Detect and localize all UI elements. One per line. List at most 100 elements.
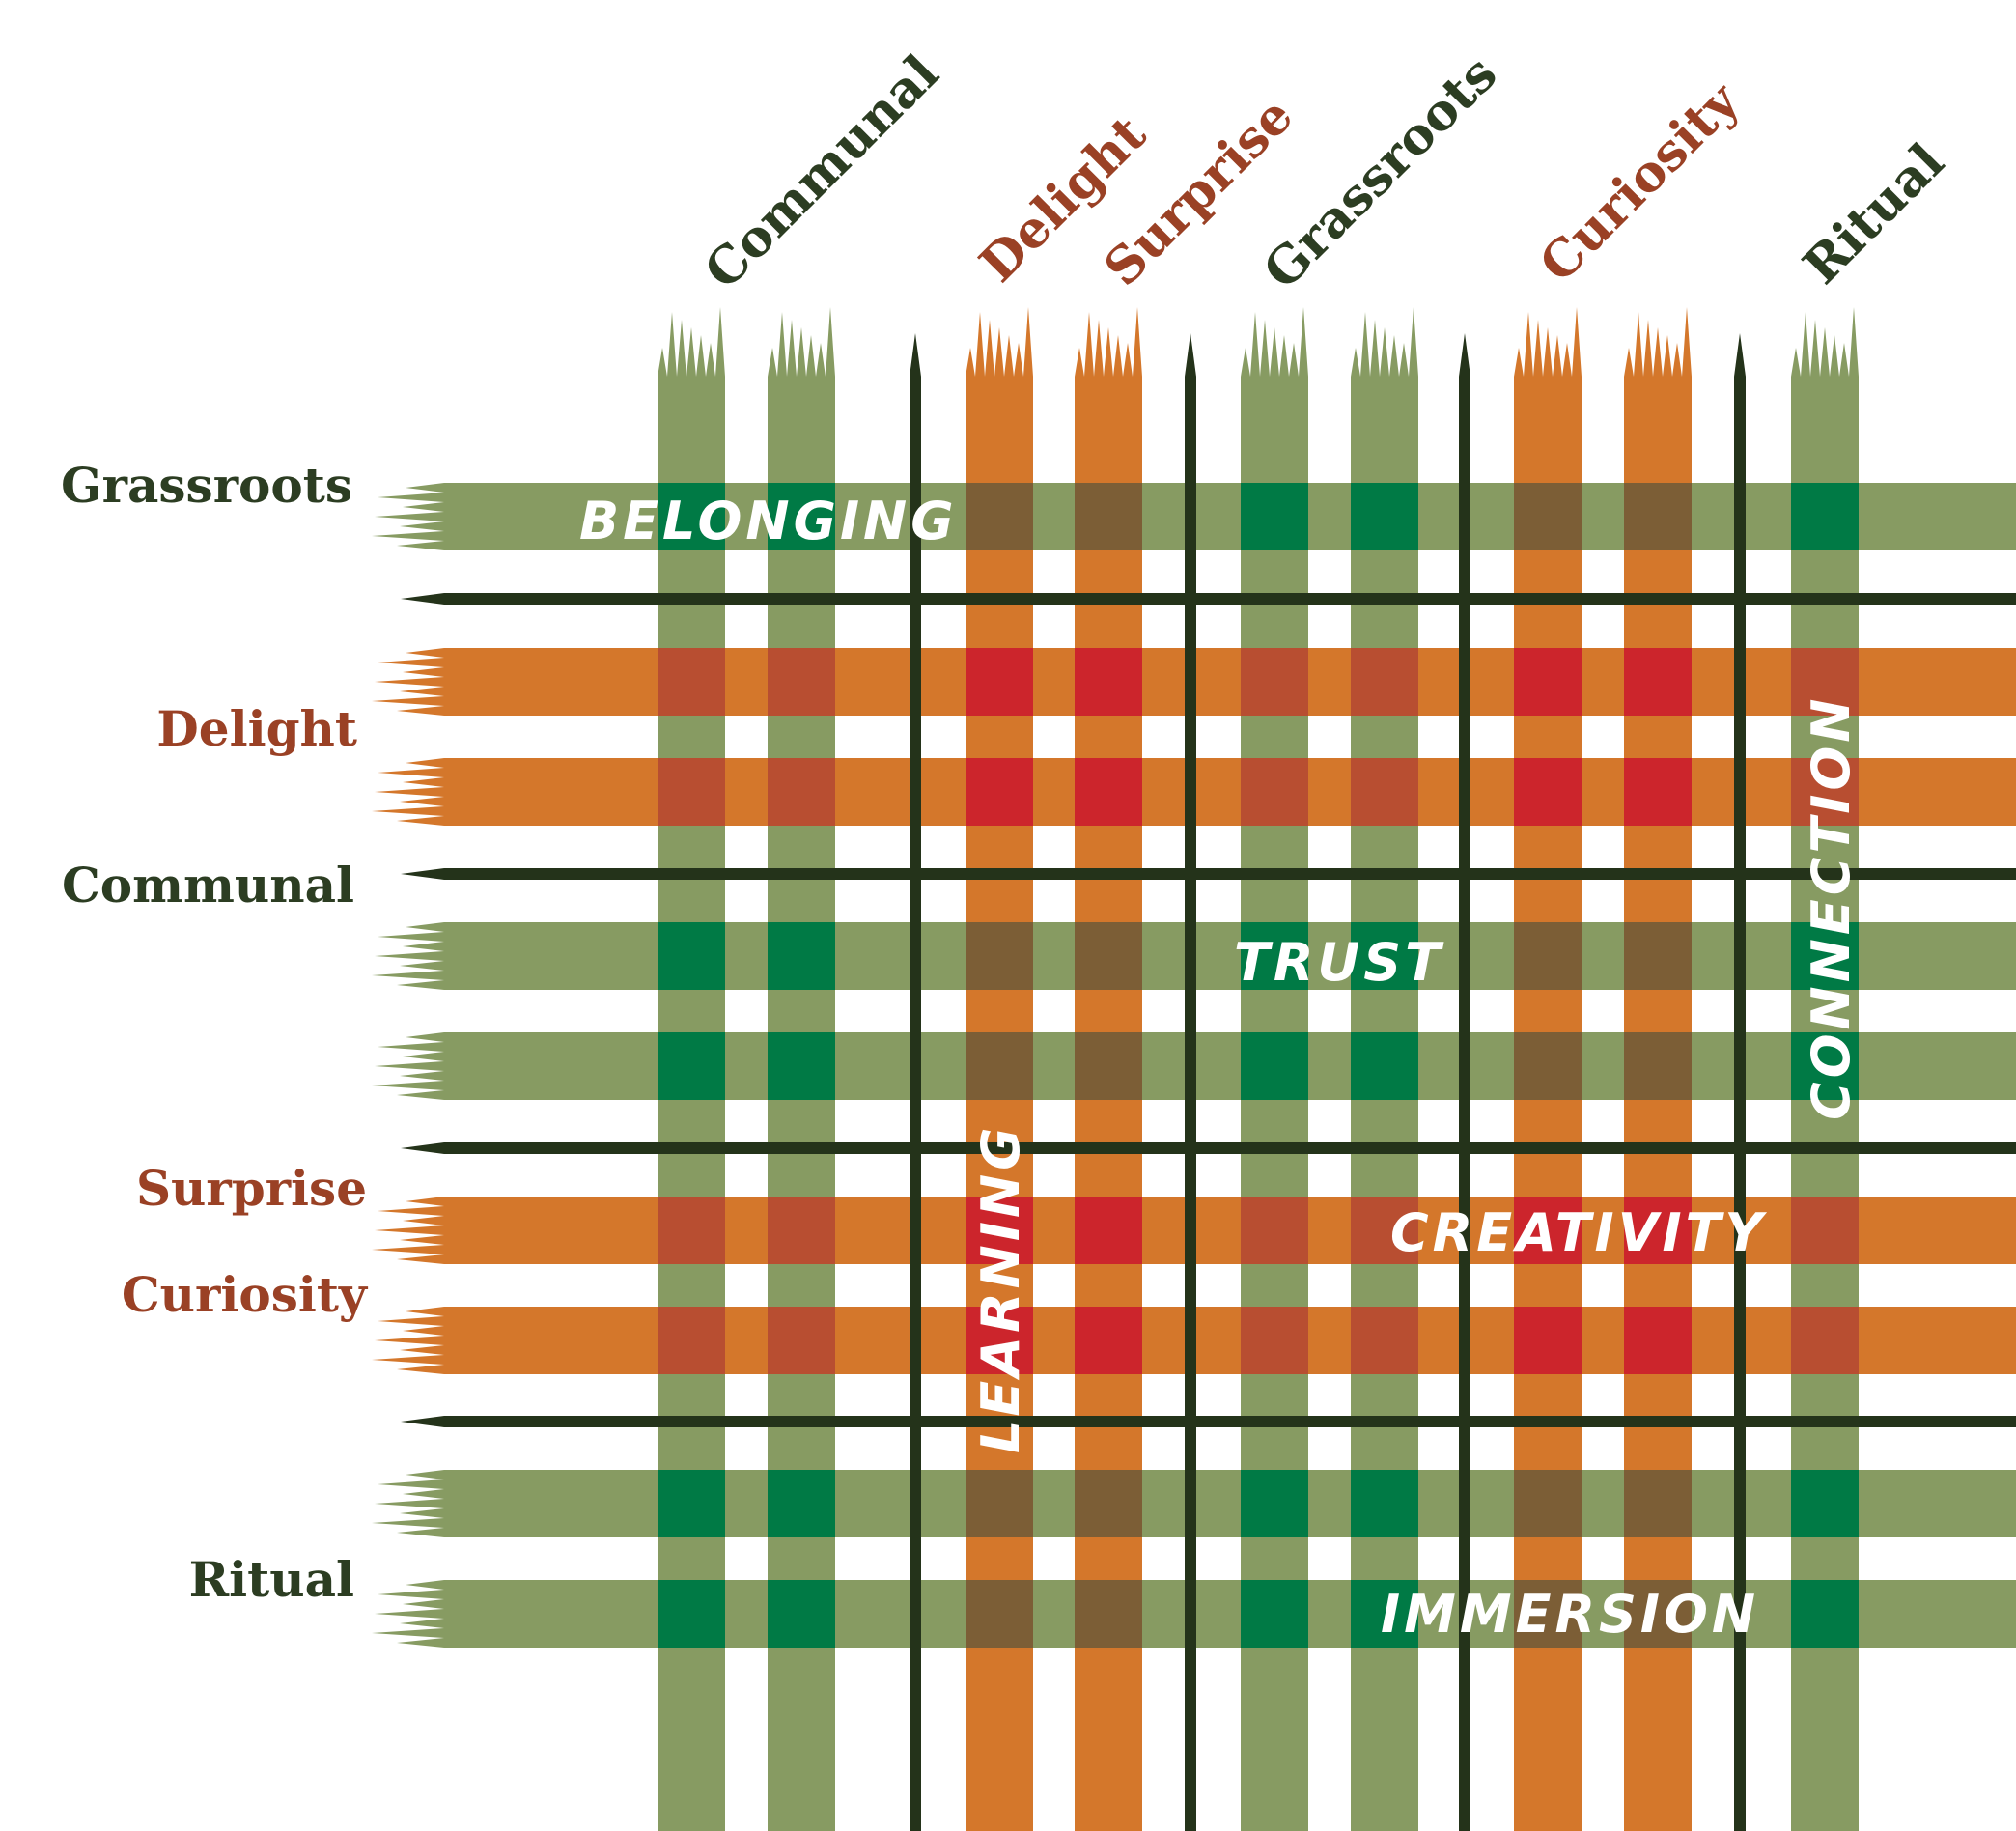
- band-crossing: [966, 1197, 1033, 1264]
- column-fringe: [1459, 333, 1470, 377]
- band-crossing: [1514, 483, 1582, 550]
- band-crossing: [966, 922, 1033, 990]
- row-fringe: [372, 483, 448, 550]
- row-thread: [444, 593, 2016, 605]
- band-crossing: [1351, 1470, 1418, 1537]
- column-fringe: [910, 333, 921, 377]
- row-label-ritual: Ritual: [189, 1551, 354, 1608]
- band-crossing: [1241, 1307, 1308, 1374]
- band-crossing: [1351, 922, 1418, 990]
- band-crossing: [1075, 1032, 1142, 1100]
- column-label-communal: Communal: [693, 43, 950, 300]
- band-crossing: [966, 758, 1033, 826]
- column-fringe: [1624, 307, 1692, 380]
- row-fringe: [372, 1470, 448, 1537]
- column-labels: Communal Delight Surprise Grassroots Cur…: [693, 43, 1955, 300]
- band-crossing: [768, 648, 835, 716]
- band-crossing: [966, 648, 1033, 716]
- row-labels: Grassroots Delight Communal Surprise Cur…: [61, 457, 369, 1608]
- column-label-curiosity: Curiosity: [1528, 70, 1751, 294]
- band-crossing: [1241, 758, 1308, 826]
- band-crossing: [1514, 1307, 1582, 1374]
- row-fringe: [372, 1580, 448, 1648]
- band-crossing: [1624, 1580, 1692, 1648]
- band-crossing: [1624, 758, 1692, 826]
- band-crossing: [966, 483, 1033, 550]
- row-fringe: [401, 1416, 444, 1427]
- row-fringe: [401, 593, 444, 605]
- band-crossing: [1514, 922, 1582, 990]
- column-label-grassroots: Grassroots: [1252, 44, 1508, 300]
- band-crossing: [658, 1307, 725, 1374]
- word-learning: LEARNING: [970, 1124, 1031, 1453]
- band-crossing: [1075, 1197, 1142, 1264]
- band-crossing: [1514, 1470, 1582, 1537]
- band-crossing: [1351, 1307, 1418, 1374]
- row-label-curiosity: Curiosity: [122, 1266, 369, 1323]
- row-label-communal: Communal: [62, 857, 354, 914]
- row-label-surprise: Surprise: [136, 1160, 367, 1217]
- row-label-grassroots: Grassroots: [61, 457, 352, 514]
- band-crossing: [1791, 1470, 1859, 1537]
- band-crossing: [768, 758, 835, 826]
- value-words: BELONGING TRUST CREATIVITY IMMERSION CON…: [579, 491, 1862, 1645]
- column-fringe: [966, 307, 1033, 380]
- column-fringe: [768, 307, 835, 380]
- band-crossing: [1351, 1580, 1418, 1648]
- row-fringe: [372, 1032, 448, 1100]
- fringe-layer: [372, 307, 1859, 1648]
- band-crossing: [1241, 922, 1308, 990]
- band-crossing: [1241, 1470, 1308, 1537]
- column-thread: [1734, 377, 1746, 1831]
- column-thread: [910, 377, 921, 1831]
- band-crossing: [1241, 1197, 1308, 1264]
- band-crossing: [1514, 758, 1582, 826]
- word-connection: CONNECTION: [1801, 695, 1862, 1120]
- band-crossing: [658, 1580, 725, 1648]
- row-fringe: [372, 1197, 448, 1264]
- band-crossing: [658, 1032, 725, 1100]
- column-label-ritual: Ritual: [1792, 132, 1955, 296]
- band-crossing: [1624, 1470, 1692, 1537]
- row-fringe: [372, 758, 448, 826]
- band-crossing: [966, 1470, 1033, 1537]
- column-fringe: [1241, 307, 1308, 380]
- row-label-delight: Delight: [156, 700, 357, 757]
- band-crossing: [1075, 648, 1142, 716]
- row-fringe: [372, 922, 448, 990]
- band-crossing: [768, 483, 835, 550]
- band-crossing: [658, 1197, 725, 1264]
- band-crossing: [658, 758, 725, 826]
- band-crossing: [1791, 758, 1859, 826]
- column-fringe: [1514, 307, 1582, 380]
- band-crossing: [768, 1580, 835, 1648]
- band-crossing: [1075, 922, 1142, 990]
- band-crossing: [966, 1307, 1033, 1374]
- band-crossing: [966, 1032, 1033, 1100]
- band-crossing: [658, 648, 725, 716]
- band-crossing: [1514, 648, 1582, 716]
- band-crossing: [1241, 483, 1308, 550]
- column-fringe: [1791, 307, 1859, 380]
- band-crossing: [1351, 483, 1418, 550]
- band-crossing: [966, 1580, 1033, 1648]
- band-crossing: [1351, 648, 1418, 716]
- band-crossing: [658, 1470, 725, 1537]
- column-thread: [1185, 377, 1196, 1831]
- column-fringe: [1185, 333, 1196, 377]
- word-trust: TRUST: [1234, 932, 1444, 993]
- band-crossing: [658, 483, 725, 550]
- band-crossing: [1791, 1032, 1859, 1100]
- band-crossing: [768, 1032, 835, 1100]
- band-crossing: [1624, 1307, 1692, 1374]
- band-crossing: [1624, 483, 1692, 550]
- band-crossing: [1624, 922, 1692, 990]
- band-crossing: [1075, 1307, 1142, 1374]
- band-crossing: [658, 922, 725, 990]
- band-crossing: [1624, 1197, 1692, 1264]
- word-creativity: CREATIVITY: [1390, 1202, 1767, 1263]
- column-fringe: [1351, 307, 1418, 380]
- row-thread: [444, 1142, 2016, 1154]
- row-thread: [444, 868, 2016, 880]
